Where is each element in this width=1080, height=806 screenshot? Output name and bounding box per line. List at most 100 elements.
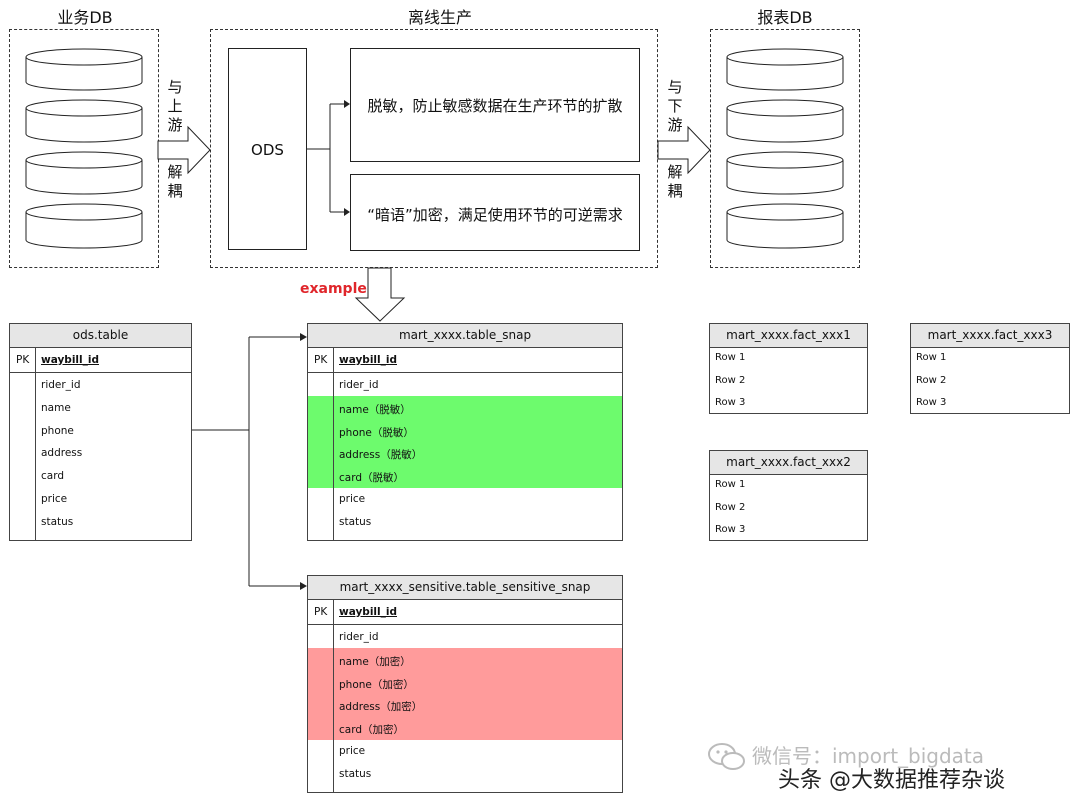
arrow-label-right-top: 与 下 游 — [665, 78, 685, 135]
table-row: phone（加密） — [339, 679, 414, 691]
table-row: price — [41, 493, 68, 505]
arrow-char: 与 — [167, 78, 183, 96]
table-row: rider_id — [339, 379, 379, 391]
arrowhead-to-snap — [300, 333, 307, 341]
table-title: mart_xxxx.fact_xxx2 — [710, 451, 867, 475]
desensitize-label: 脱敏，防止敏感数据在生产环节的扩散 — [367, 97, 623, 115]
arrow-char: 游 — [167, 116, 183, 134]
arrow-label-left-bottom: 解 耦 — [165, 163, 185, 201]
pk-row: PK waybill_id — [308, 600, 622, 625]
offline-production-title: 离线生产 — [407, 8, 472, 27]
wechat-icon — [708, 743, 745, 770]
arrow-char: 解 — [667, 163, 683, 181]
table-row: address — [41, 447, 83, 459]
arrow-char: 耦 — [667, 182, 683, 200]
toutiao-watermark: 头条 @大数据推荐杂谈 — [778, 768, 1005, 793]
table-title: ods.table — [10, 324, 191, 348]
column-divider — [333, 348, 334, 540]
report-db-title: 报表DB — [757, 8, 813, 27]
fact-table-1: mart_xxxx.fact_xxx1 Row 1 Row 2 Row 3 — [709, 323, 868, 414]
database-cylinder-8 — [726, 203, 844, 249]
table-row: status — [41, 516, 74, 528]
desensitized-highlight — [308, 396, 622, 488]
ods-label: ODS — [251, 141, 284, 159]
snap-table: mart_xxxx.table_snap PK waybill_id rider… — [307, 323, 623, 541]
table-row: Row 3 — [916, 397, 947, 408]
pk-label: PK — [16, 354, 30, 366]
arrow-char: 耦 — [167, 182, 183, 200]
arrow-label-left-top: 与 上 游 — [165, 78, 185, 135]
table-row: card（加密） — [339, 724, 405, 736]
table-row: status — [339, 768, 372, 780]
fact-table-2: mart_xxxx.fact_xxx2 Row 1 Row 2 Row 3 — [709, 450, 868, 541]
table-row: price — [339, 745, 366, 757]
pk-label: PK — [314, 354, 328, 366]
table-row: price — [339, 493, 366, 505]
arrow-char: 上 — [167, 97, 183, 115]
pk-field: waybill_id — [339, 354, 397, 366]
pk-field: waybill_id — [41, 354, 99, 366]
arrowhead-to-sensitive — [300, 582, 307, 590]
table-row: name — [41, 402, 71, 414]
table-row: rider_id — [41, 379, 81, 391]
column-divider — [35, 348, 36, 540]
encrypt-label: “暗语”加密，满足使用环节的可逆需求 — [367, 206, 623, 224]
table-row: Row 1 — [715, 352, 746, 363]
column-divider — [333, 600, 334, 792]
encrypt-box: “暗语”加密，满足使用环节的可逆需求 — [350, 174, 640, 251]
table-title: mart_xxxx.fact_xxx1 — [710, 324, 867, 348]
table-row: Row 2 — [715, 375, 746, 386]
table-row: Row 2 — [916, 375, 947, 386]
table-row: Row 1 — [916, 352, 947, 363]
table-row: phone — [41, 425, 74, 437]
table-row: card — [41, 470, 65, 482]
database-cylinder-5 — [726, 48, 844, 91]
report-db-group — [710, 29, 860, 268]
table-row: rider_id — [339, 631, 379, 643]
example-label: example — [300, 281, 367, 297]
arrowhead-to-encrypt — [344, 208, 350, 216]
ods-box: ODS — [228, 48, 307, 250]
arrow-label-right-bottom: 解 耦 — [665, 163, 685, 201]
database-cylinder-3 — [25, 151, 143, 195]
pk-row: PK waybill_id — [10, 348, 191, 373]
table-row: card（脱敏） — [339, 472, 405, 484]
arrow-char: 下 — [667, 97, 683, 115]
ods-to-mart-lines — [192, 336, 300, 587]
ods-table: ods.table PK waybill_id rider_id name ph… — [9, 323, 192, 541]
database-cylinder-4 — [25, 203, 143, 249]
arrowhead-to-desensitize — [344, 100, 350, 108]
pk-field: waybill_id — [339, 606, 397, 618]
table-row: status — [339, 516, 372, 528]
table-row: name（脱敏） — [339, 404, 411, 416]
arrow-char: 解 — [167, 163, 183, 181]
table-row: address（脱敏） — [339, 449, 423, 461]
desensitize-box: 脱敏，防止敏感数据在生产环节的扩散 — [350, 48, 640, 162]
upstream-decouple-arrow — [157, 125, 211, 175]
database-cylinder-2 — [25, 99, 143, 143]
pk-label: PK — [314, 606, 328, 618]
arrow-char: 游 — [667, 116, 683, 134]
ods-branch-lines — [307, 103, 344, 213]
pk-row: PK waybill_id — [308, 348, 622, 373]
wechat-watermark: 微信号：import_bigdata — [752, 744, 985, 768]
database-cylinder-6 — [726, 99, 844, 143]
encrypted-highlight — [308, 648, 622, 740]
database-cylinder-1 — [25, 48, 143, 91]
business-db-title: 业务DB — [57, 8, 113, 27]
report-db-cylinders — [726, 48, 844, 249]
database-cylinder-7 — [726, 151, 844, 195]
arrow-char: 与 — [667, 78, 683, 96]
downstream-decouple-arrow — [657, 125, 711, 175]
table-title: mart_xxxx_sensitive.table_sensitive_snap — [308, 576, 622, 600]
table-title: mart_xxxx.table_snap — [308, 324, 622, 348]
table-row: address（加密） — [339, 701, 423, 713]
table-row: Row 3 — [715, 524, 746, 535]
table-row: Row 1 — [715, 479, 746, 490]
example-down-arrow — [354, 267, 406, 322]
table-row: Row 2 — [715, 502, 746, 513]
table-row: name（加密） — [339, 656, 411, 668]
sensitive-table: mart_xxxx_sensitive.table_sensitive_snap… — [307, 575, 623, 793]
table-row: phone（脱敏） — [339, 427, 414, 439]
